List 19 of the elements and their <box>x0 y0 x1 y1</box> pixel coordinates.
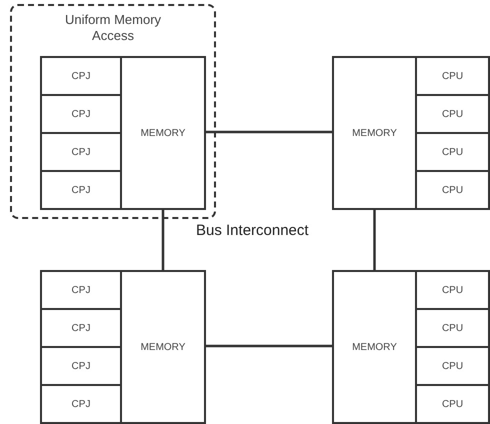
memory-box: MEMORY <box>120 270 206 424</box>
connector-line <box>373 210 376 270</box>
connector-line <box>162 210 164 270</box>
memory-box: MEMORY <box>332 56 417 210</box>
dashed-region <box>10 4 216 219</box>
cpu-box: CPU <box>415 384 490 424</box>
bus-label: Bus Interconnect <box>196 222 309 239</box>
memory-box: MEMORY <box>332 270 417 424</box>
connector-line <box>206 344 332 348</box>
cpu-box: CPU <box>415 56 490 96</box>
cpu-box: CPJ <box>40 56 122 96</box>
region-title: Uniform Memory Access <box>64 12 162 44</box>
cpu-box: CPJ <box>40 384 122 424</box>
connector-line <box>206 130 332 134</box>
cpu-box: CPJ <box>40 170 122 210</box>
cpu-box: CPU <box>415 170 490 210</box>
cpu-box: CPJ <box>40 270 122 310</box>
memory-box: MEMORY <box>120 56 206 210</box>
cpu-box: CPU <box>415 270 490 310</box>
